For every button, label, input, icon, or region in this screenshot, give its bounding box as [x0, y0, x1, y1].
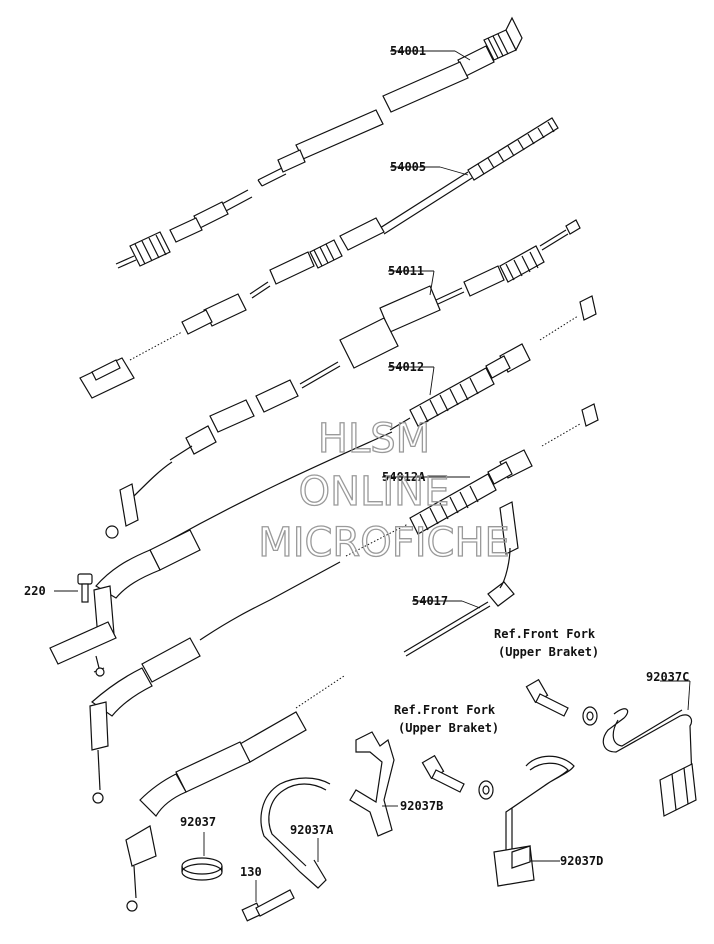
throttle-cable-54012[interactable]	[49, 295, 597, 677]
reference-upper-line2: (Upper Braket)	[498, 645, 599, 659]
reference-lower-line1: Ref.Front Fork	[394, 703, 496, 717]
reference-upper-line1: Ref.Front Fork	[494, 627, 596, 641]
label-92037A: 92037A	[290, 823, 334, 837]
screw-220[interactable]	[77, 573, 93, 603]
clamp-92037A[interactable]	[260, 777, 331, 889]
reference-lower-line2: (Upper Braket)	[398, 721, 499, 735]
clutch-cable-54011[interactable]	[105, 219, 581, 539]
clamp-92037[interactable]	[181, 857, 223, 881]
label-54012A: 54012A	[382, 470, 426, 484]
reference-bolt-lower[interactable]	[421, 754, 494, 800]
speedometer-cable-54001[interactable]	[115, 16, 523, 269]
label-92037: 92037	[180, 815, 216, 829]
label-92037C: 92037C	[646, 670, 689, 684]
clamp-92037C[interactable]	[602, 708, 697, 817]
throttle-cable-lower[interactable]	[125, 675, 345, 912]
watermark-line3: MICROFICHE	[258, 520, 510, 566]
bolt-130[interactable]	[241, 889, 295, 922]
label-92037D: 92037D	[560, 854, 603, 868]
label-54011: 54011	[388, 264, 424, 278]
watermark-line2: ONLINE	[299, 469, 450, 515]
throttle-cable-54012A[interactable]	[89, 403, 599, 804]
label-130: 130	[240, 865, 262, 879]
label-54012: 54012	[388, 360, 424, 374]
reference-bolt-upper[interactable]	[525, 678, 598, 726]
clamp-92037B[interactable]	[349, 731, 395, 837]
label-54005: 54005	[390, 160, 426, 174]
label-220: 220	[24, 584, 46, 598]
clamp-92037D[interactable]	[493, 755, 575, 887]
label-92037B: 92037B	[400, 799, 443, 813]
watermark-line1: HLSM	[318, 416, 430, 462]
choke-cable-54017[interactable]	[403, 501, 519, 657]
label-54017: 54017	[412, 594, 448, 608]
tachometer-cable-54005[interactable]	[79, 117, 559, 399]
label-54001: 54001	[390, 44, 426, 58]
